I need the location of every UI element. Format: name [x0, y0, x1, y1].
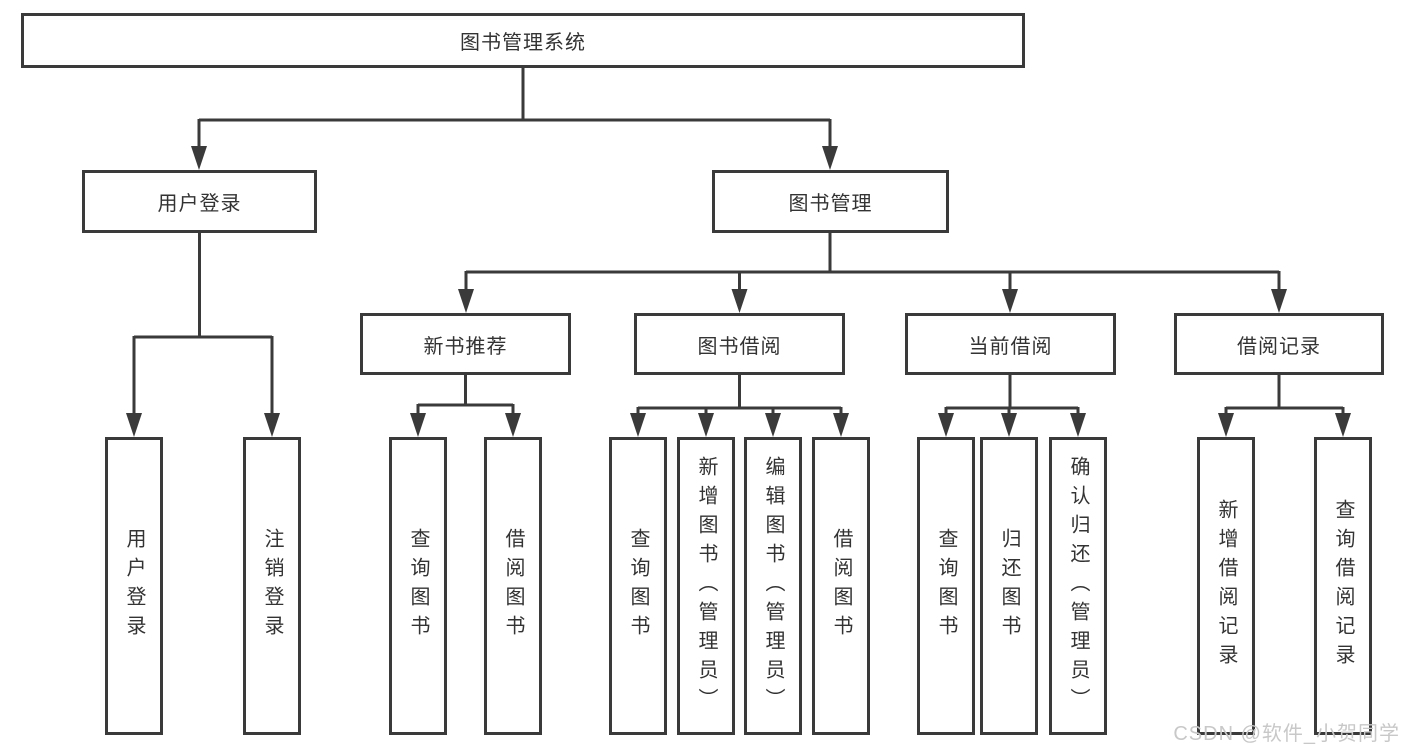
node-book-borrow: 图书借阅 [634, 313, 845, 375]
leaf-current-return-label: 归还图书 [998, 528, 1020, 644]
node-root: 图书管理系统 [21, 13, 1025, 68]
leaf-newbooks-query: 查询图书 [389, 437, 447, 735]
node-new-book-recommend: 新书推荐 [360, 313, 571, 375]
leaf-records-add: 新增借阅记录 [1197, 437, 1255, 735]
leaf-borrow-borrow-label: 借阅图书 [830, 528, 852, 644]
leaf-borrow-query-label: 查询图书 [627, 528, 649, 644]
leaf-borrow-query: 查询图书 [609, 437, 667, 735]
leaf-newbooks-query-label: 查询图书 [407, 528, 429, 644]
leaf-user-login: 用户登录 [105, 437, 163, 735]
leaf-current-query: 查询图书 [917, 437, 975, 735]
node-current-borrow: 当前借阅 [905, 313, 1116, 375]
leaf-logout-label: 注销登录 [261, 528, 283, 644]
watermark: CSDN @软件_小贺同学 [1173, 723, 1400, 745]
leaf-borrow-edit-admin: 编辑图书（管理员） [744, 437, 802, 735]
node-borrow-records: 借阅记录 [1174, 313, 1384, 375]
leaf-newbooks-borrow-label: 借阅图书 [502, 528, 524, 644]
leaf-current-confirm-admin-label: 确认归还（管理员） [1067, 455, 1089, 717]
leaf-records-query: 查询借阅记录 [1314, 437, 1372, 735]
leaf-borrow-edit-admin-label: 编辑图书（管理员） [762, 455, 784, 717]
leaf-borrow-add-admin: 新增图书（管理员） [677, 437, 735, 735]
leaf-current-return: 归还图书 [980, 437, 1038, 735]
connector-paths [132, 68, 1345, 417]
leaf-records-query-label: 查询借阅记录 [1332, 499, 1354, 673]
leaf-borrow-add-admin-label: 新增图书（管理员） [695, 455, 717, 717]
leaf-user-login-label: 用户登录 [123, 528, 145, 644]
leaf-current-confirm-admin: 确认归还（管理员） [1049, 437, 1107, 735]
node-user-login: 用户登录 [82, 170, 317, 233]
node-book-management: 图书管理 [712, 170, 949, 233]
leaf-logout: 注销登录 [243, 437, 301, 735]
leaf-records-add-label: 新增借阅记录 [1215, 499, 1237, 673]
leaf-newbooks-borrow: 借阅图书 [484, 437, 542, 735]
leaf-borrow-borrow: 借阅图书 [812, 437, 870, 735]
leaf-current-query-label: 查询图书 [935, 528, 957, 644]
